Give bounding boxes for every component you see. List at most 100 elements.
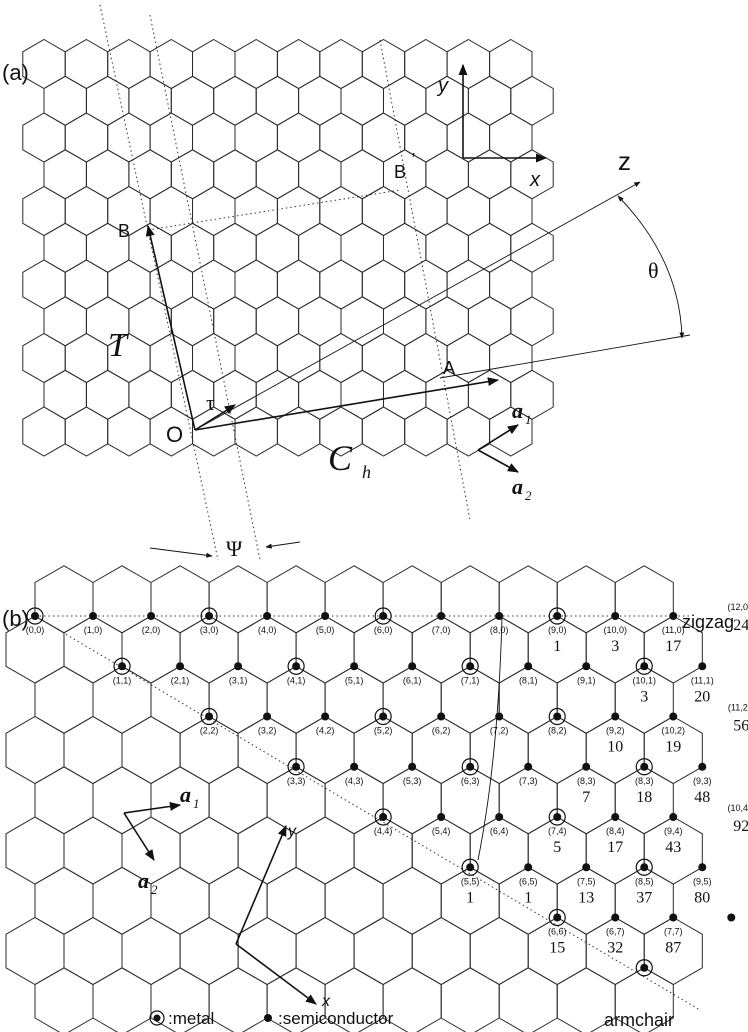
chirality-index-label: (5,4) xyxy=(432,826,451,836)
hexagon-cell xyxy=(319,112,363,163)
metal-point xyxy=(118,662,127,671)
hexagon-cell xyxy=(208,565,268,634)
subtube-count: 15 xyxy=(549,940,565,957)
chirality-index-label: (7,0) xyxy=(432,625,451,635)
hexagon-cell xyxy=(298,75,342,126)
vector-tau xyxy=(194,404,236,431)
semiconductor-point xyxy=(611,913,620,922)
hexagon-cell xyxy=(192,185,236,237)
metal-ring xyxy=(548,908,566,927)
hexagon-cell xyxy=(5,715,65,785)
metal-ring xyxy=(635,758,653,776)
hexagon-cell xyxy=(498,565,558,634)
hexagon-cell xyxy=(208,866,268,935)
hexagon-cell xyxy=(266,565,326,634)
metal-point xyxy=(466,662,475,671)
hexagon-cell xyxy=(128,296,172,347)
subtube-count: 80 xyxy=(694,889,710,906)
hexagon-cell xyxy=(489,406,533,457)
metal-ring xyxy=(200,707,218,726)
z-axis xyxy=(194,181,641,431)
hexagon-cell xyxy=(361,332,406,384)
honeycomb-lattice-a xyxy=(22,38,554,457)
hexagon-cell xyxy=(128,222,172,273)
semiconductor-point xyxy=(669,612,678,620)
chirality-index-label: (9,2) xyxy=(606,726,625,736)
hexagon-cell xyxy=(276,185,321,237)
chirality-index-label: (5,0) xyxy=(316,625,335,635)
hexagon-cell xyxy=(22,332,66,384)
hexagon-cell xyxy=(64,259,109,310)
hexagon-cell xyxy=(319,259,363,310)
vector-a2 xyxy=(477,449,519,473)
dotted-line-BB-prime xyxy=(147,189,401,231)
hexagon-cell xyxy=(121,715,181,785)
semiconductor-point xyxy=(263,712,272,721)
metal-point xyxy=(640,762,649,771)
hexagon-cell xyxy=(150,866,210,935)
chirality-index-label: (6,4) xyxy=(490,826,509,836)
chirality-index-label: (3,2) xyxy=(258,726,277,736)
subtube-count: 10 xyxy=(607,739,623,756)
legend-metal-symbol xyxy=(149,1010,165,1026)
semiconductor-point xyxy=(611,612,620,620)
semiconductor-point xyxy=(408,762,417,771)
hexagon-cell xyxy=(43,369,87,420)
hexagon-cell xyxy=(208,766,268,835)
metal-point xyxy=(205,612,214,620)
label-psi: Ψ xyxy=(226,536,243,561)
subtube-count: 37 xyxy=(636,889,652,906)
subtube-count: 1 xyxy=(466,889,474,906)
hexagon-cell xyxy=(192,112,236,163)
semiconductor-point xyxy=(524,762,533,771)
hexagon-cell xyxy=(440,967,500,1032)
hexagon-cell xyxy=(149,112,193,163)
chirality-index-label: (9,4) xyxy=(664,826,683,836)
metal-ring xyxy=(461,858,479,876)
hexagon-cell xyxy=(64,185,109,237)
dotted-line-OB xyxy=(99,4,219,561)
hexagon-cell xyxy=(319,185,363,237)
hexagon-cell xyxy=(34,766,94,835)
hexagon-cell xyxy=(107,38,151,90)
chirality-index-label: (2,1) xyxy=(171,675,190,685)
subtube-count: 1 xyxy=(524,889,532,906)
hexagon-cell xyxy=(237,916,297,986)
semiconductor-point xyxy=(147,612,156,620)
hexagon-cell xyxy=(234,185,278,237)
metal-ring xyxy=(374,707,392,726)
panel-a-label: (a) xyxy=(2,60,29,85)
metal-ring xyxy=(635,657,653,675)
hexagon-cell xyxy=(404,332,448,384)
semiconductor-point xyxy=(669,712,678,721)
label-y-a: y xyxy=(436,75,449,97)
hexagon-cell xyxy=(276,332,321,384)
label-Ch: C xyxy=(328,438,353,478)
subtube-count: 43 xyxy=(665,839,681,856)
hexagon-cell xyxy=(276,112,321,163)
semiconductor-point xyxy=(321,612,330,620)
hexagon-cell xyxy=(22,112,66,163)
metal-point xyxy=(292,762,301,771)
hexagon-cell xyxy=(85,75,130,126)
theta-arc xyxy=(617,195,685,339)
hexagon-cell xyxy=(510,222,554,273)
chirality-index-label: (9,0) xyxy=(548,625,567,635)
hexagon-cell xyxy=(556,565,616,634)
chirality-index-label: (8,2) xyxy=(548,726,567,736)
semiconductor-point xyxy=(582,762,591,771)
chirality-index-label: (8,1) xyxy=(519,675,538,685)
hexagon-cell xyxy=(128,75,172,126)
label-B-prime: B xyxy=(394,162,406,182)
hexagon-cell xyxy=(92,967,152,1032)
hexagon-cell xyxy=(213,296,257,347)
chirality-index-label: (8,0) xyxy=(490,625,509,635)
chirality-index-label: (5,1) xyxy=(345,675,364,685)
hexagon-cell xyxy=(85,369,130,420)
hexagon-cell xyxy=(128,149,172,200)
chirality-index-label: (6,0) xyxy=(374,625,393,635)
chirality-index-label: (5,5) xyxy=(461,876,480,886)
chirality-index-label: (10,0) xyxy=(603,625,627,635)
hexagon-cell xyxy=(170,296,215,347)
subtube-count: 48 xyxy=(694,789,710,806)
